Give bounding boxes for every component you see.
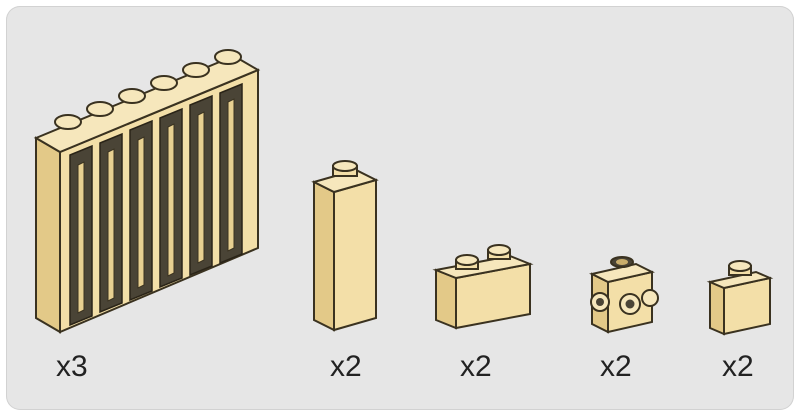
tall-brick [308, 158, 384, 338]
brick-1x1-side-studs [584, 252, 664, 338]
quantity-label: x3 [56, 350, 88, 384]
window-panel-brick [30, 30, 270, 340]
brick-1x2 [432, 238, 536, 334]
quantity-label: x2 [460, 350, 492, 384]
quantity-label: x2 [600, 350, 632, 384]
quantity-label: x2 [722, 350, 754, 384]
quantity-label: x2 [330, 350, 362, 384]
brick-1x1 [706, 256, 776, 338]
